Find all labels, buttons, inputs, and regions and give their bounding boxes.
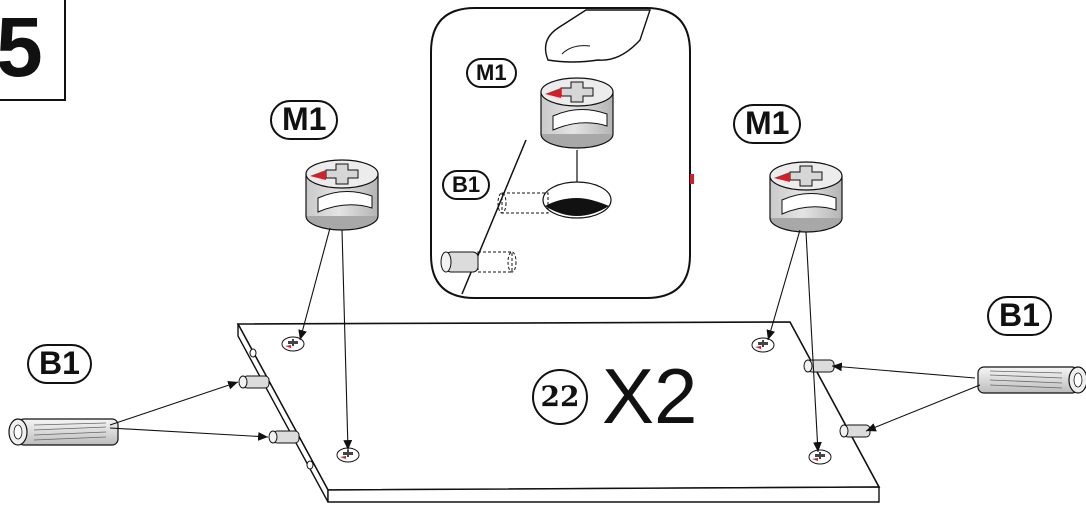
dowel-inserted-icon: [268, 430, 300, 444]
cam-hole-icon: [336, 447, 360, 463]
step-number: 5: [0, 0, 43, 94]
cam-lock-icon: [540, 77, 614, 149]
dowel-inserted-icon: [238, 375, 270, 389]
label-inset-m1: M1: [466, 58, 517, 88]
label-cam-m1-right: M1: [733, 104, 802, 144]
cam-hole-icon: [808, 449, 832, 465]
wooden-dowel-icon: [8, 418, 119, 446]
part-quantity: X2: [602, 352, 698, 440]
step-number-box: [0, 0, 66, 101]
part-number-badge: 22: [532, 369, 588, 425]
label-cam-m1-left: M1: [270, 100, 339, 140]
cam-hole-icon: [751, 337, 775, 353]
direction-arrows: [109, 227, 981, 453]
label-inset-b1: B1: [442, 170, 491, 200]
inset-detail: [430, 7, 691, 299]
finger-icon: [544, 9, 651, 63]
dowel-inserted-icon: [839, 424, 871, 438]
cam-lock-icon: [305, 159, 379, 231]
wooden-dowel-icon: [977, 366, 1086, 394]
label-dowel-b1-left: B1: [27, 344, 92, 384]
label-dowel-b1-right: B1: [987, 296, 1052, 336]
dowel-inserted-icon: [803, 359, 835, 373]
cam-lock-icon: [769, 161, 843, 233]
